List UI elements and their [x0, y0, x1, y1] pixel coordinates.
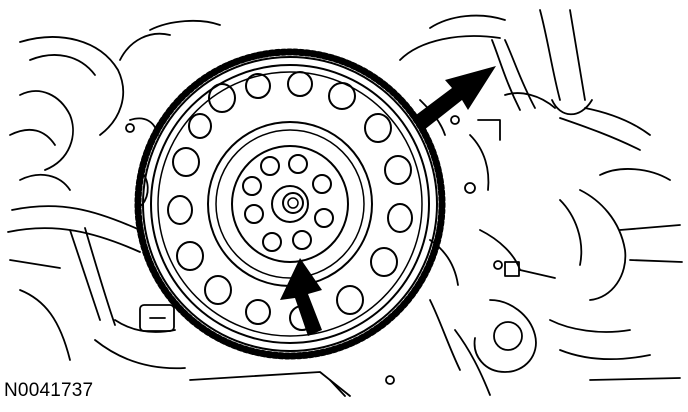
arrow-bolts: [280, 258, 322, 336]
callout-arrows: [280, 66, 496, 336]
crankshaft-bolts: [242, 154, 334, 252]
engine-background: [7, 9, 683, 397]
figure-id-label: N0041737: [4, 380, 94, 401]
lightening-holes: [167, 71, 413, 331]
pilot-bore: [271, 185, 309, 223]
arrow-ring-gear: [412, 66, 496, 130]
ring-gear: [134, 48, 446, 360]
flywheel: [134, 48, 446, 360]
